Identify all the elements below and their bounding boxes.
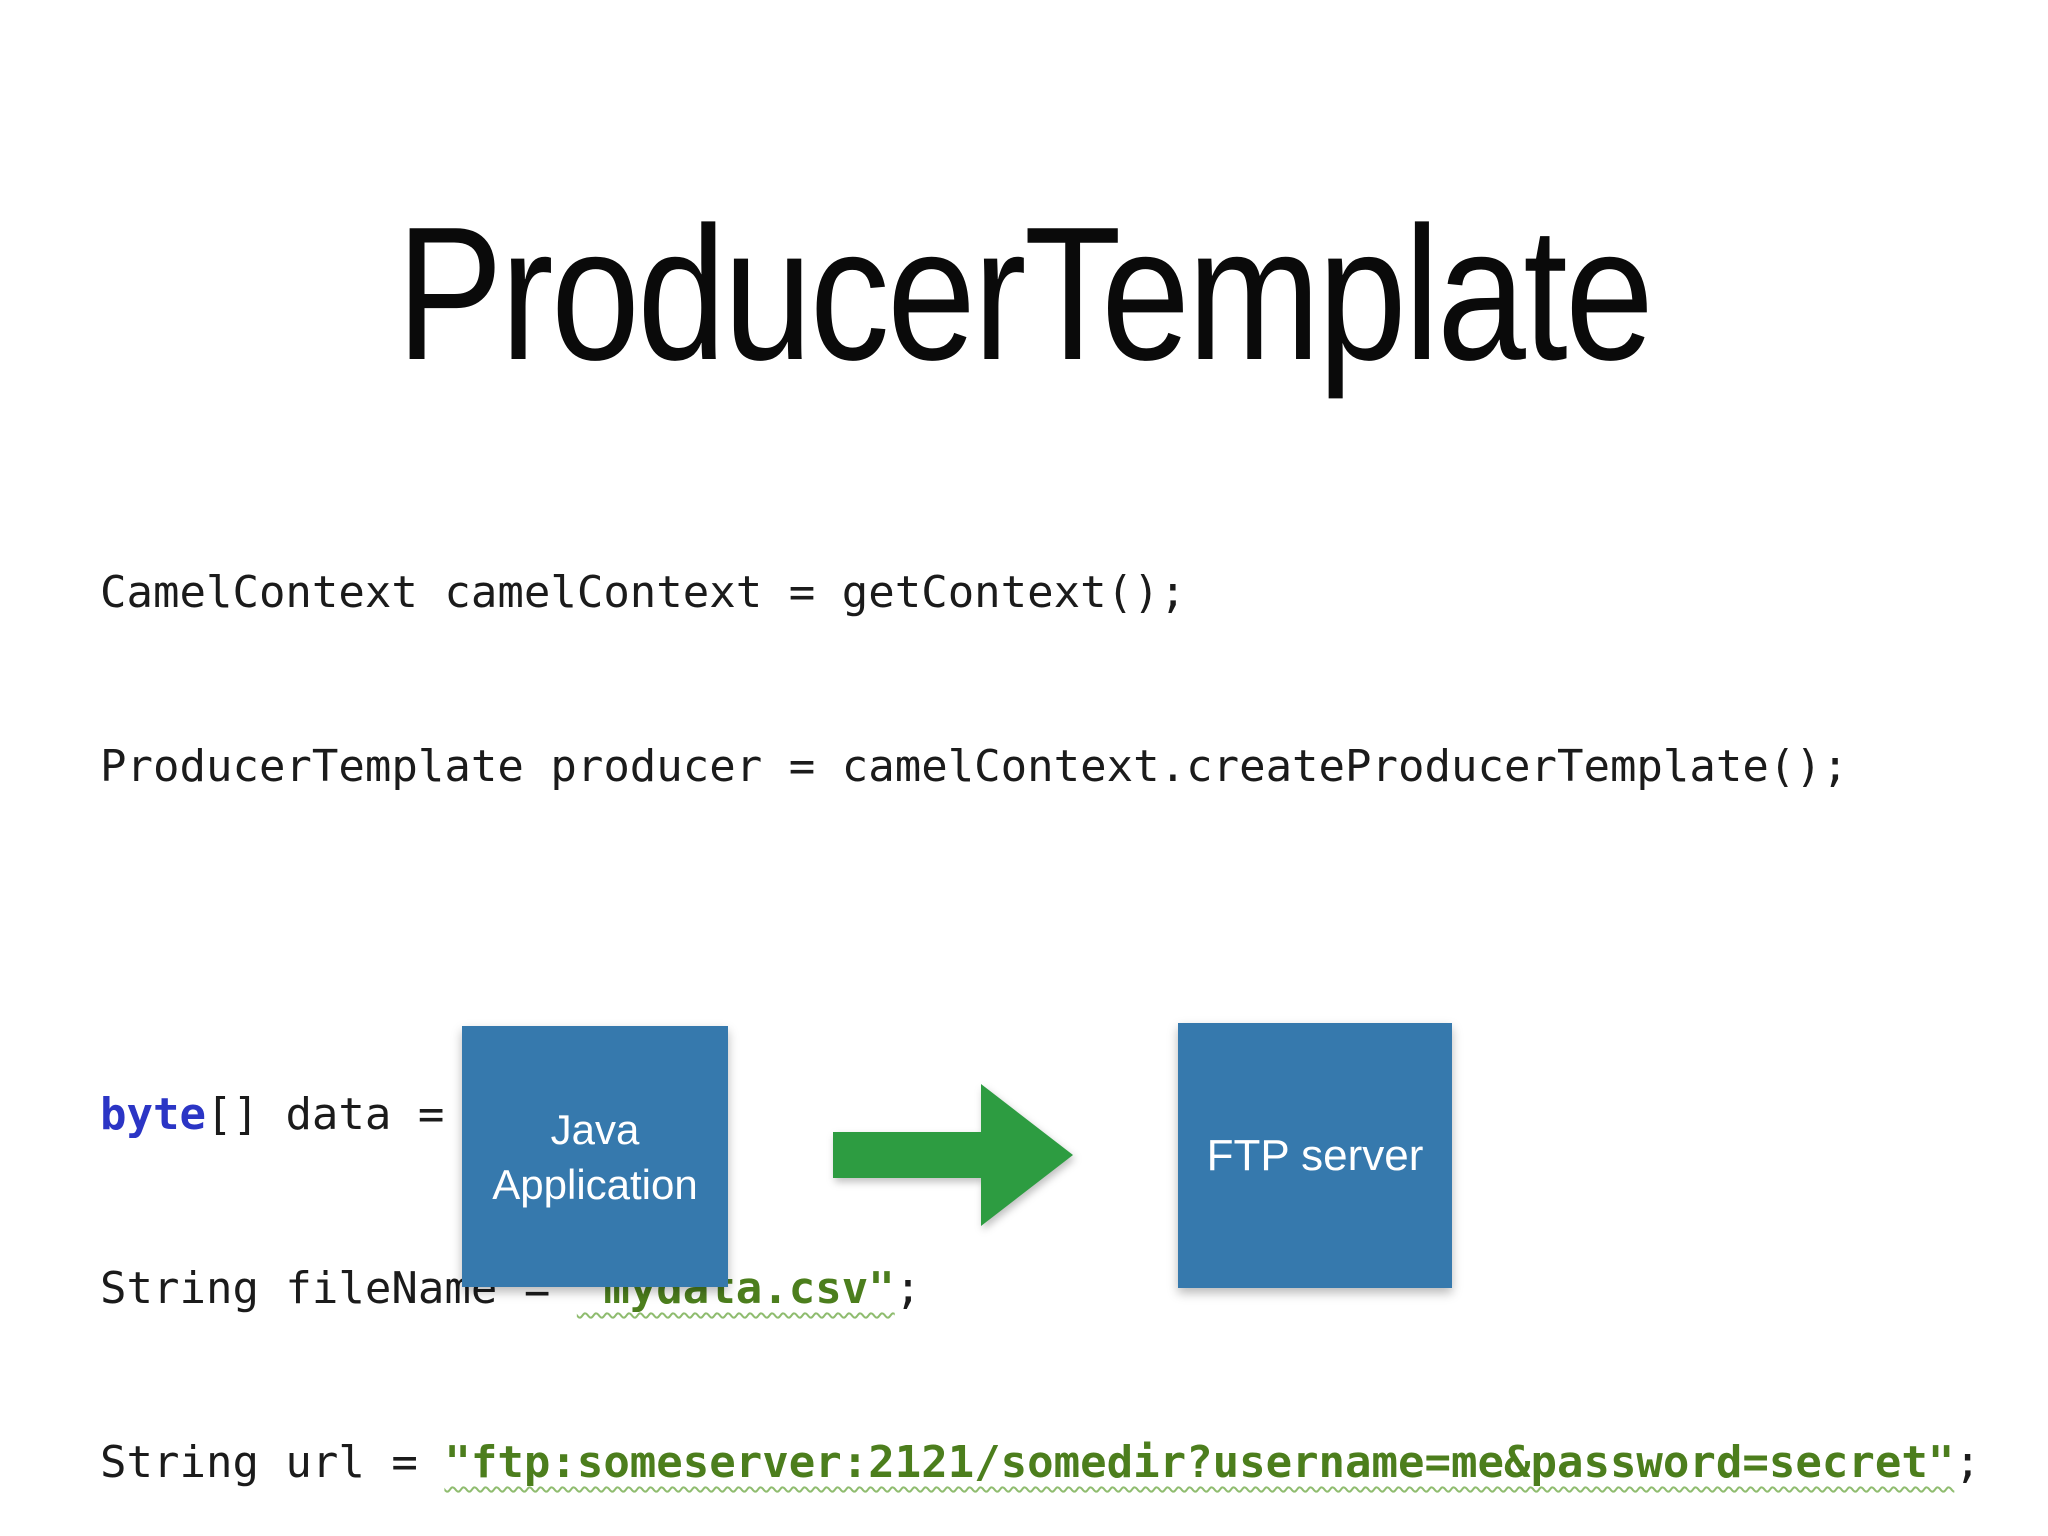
right-arrow-icon bbox=[833, 1084, 1073, 1226]
string-ftp-url: "ftp:someserver:2121/somedir?username=me… bbox=[444, 1437, 1955, 1488]
code-line-4: String fileName = "mydata.csv"; bbox=[100, 1260, 1981, 1318]
java-application-box: Java Application bbox=[462, 1026, 728, 1287]
code-text: CamelContext camelContext = getContext()… bbox=[100, 567, 1187, 618]
java-application-label-line2: Application bbox=[492, 1160, 698, 1208]
code-line-blank bbox=[100, 912, 1981, 970]
java-application-label-line1: Java bbox=[550, 1105, 640, 1153]
keyword-byte: byte bbox=[100, 1089, 206, 1140]
code-text: ; bbox=[1954, 1437, 1981, 1488]
code-block: CamelContext camelContext = getContext()… bbox=[100, 448, 1981, 1536]
code-line-1: CamelContext camelContext = getContext()… bbox=[100, 564, 1981, 622]
page-title-text: ProducerTemplate bbox=[396, 188, 1654, 400]
ftp-server-label: FTP server bbox=[1206, 1130, 1424, 1180]
code-text: ProducerTemplate producer = camelContext… bbox=[100, 741, 1849, 792]
ftp-server-box: FTP server bbox=[1178, 1023, 1452, 1288]
page-title: ProducerTemplate bbox=[0, 185, 2048, 403]
code-text: ; bbox=[894, 1263, 922, 1314]
code-line-5: String url = "ftp:someserver:2121/somedi… bbox=[100, 1434, 1981, 1492]
code-text: String url = bbox=[100, 1437, 445, 1488]
code-line-2: ProducerTemplate producer = camelContext… bbox=[100, 738, 1981, 796]
